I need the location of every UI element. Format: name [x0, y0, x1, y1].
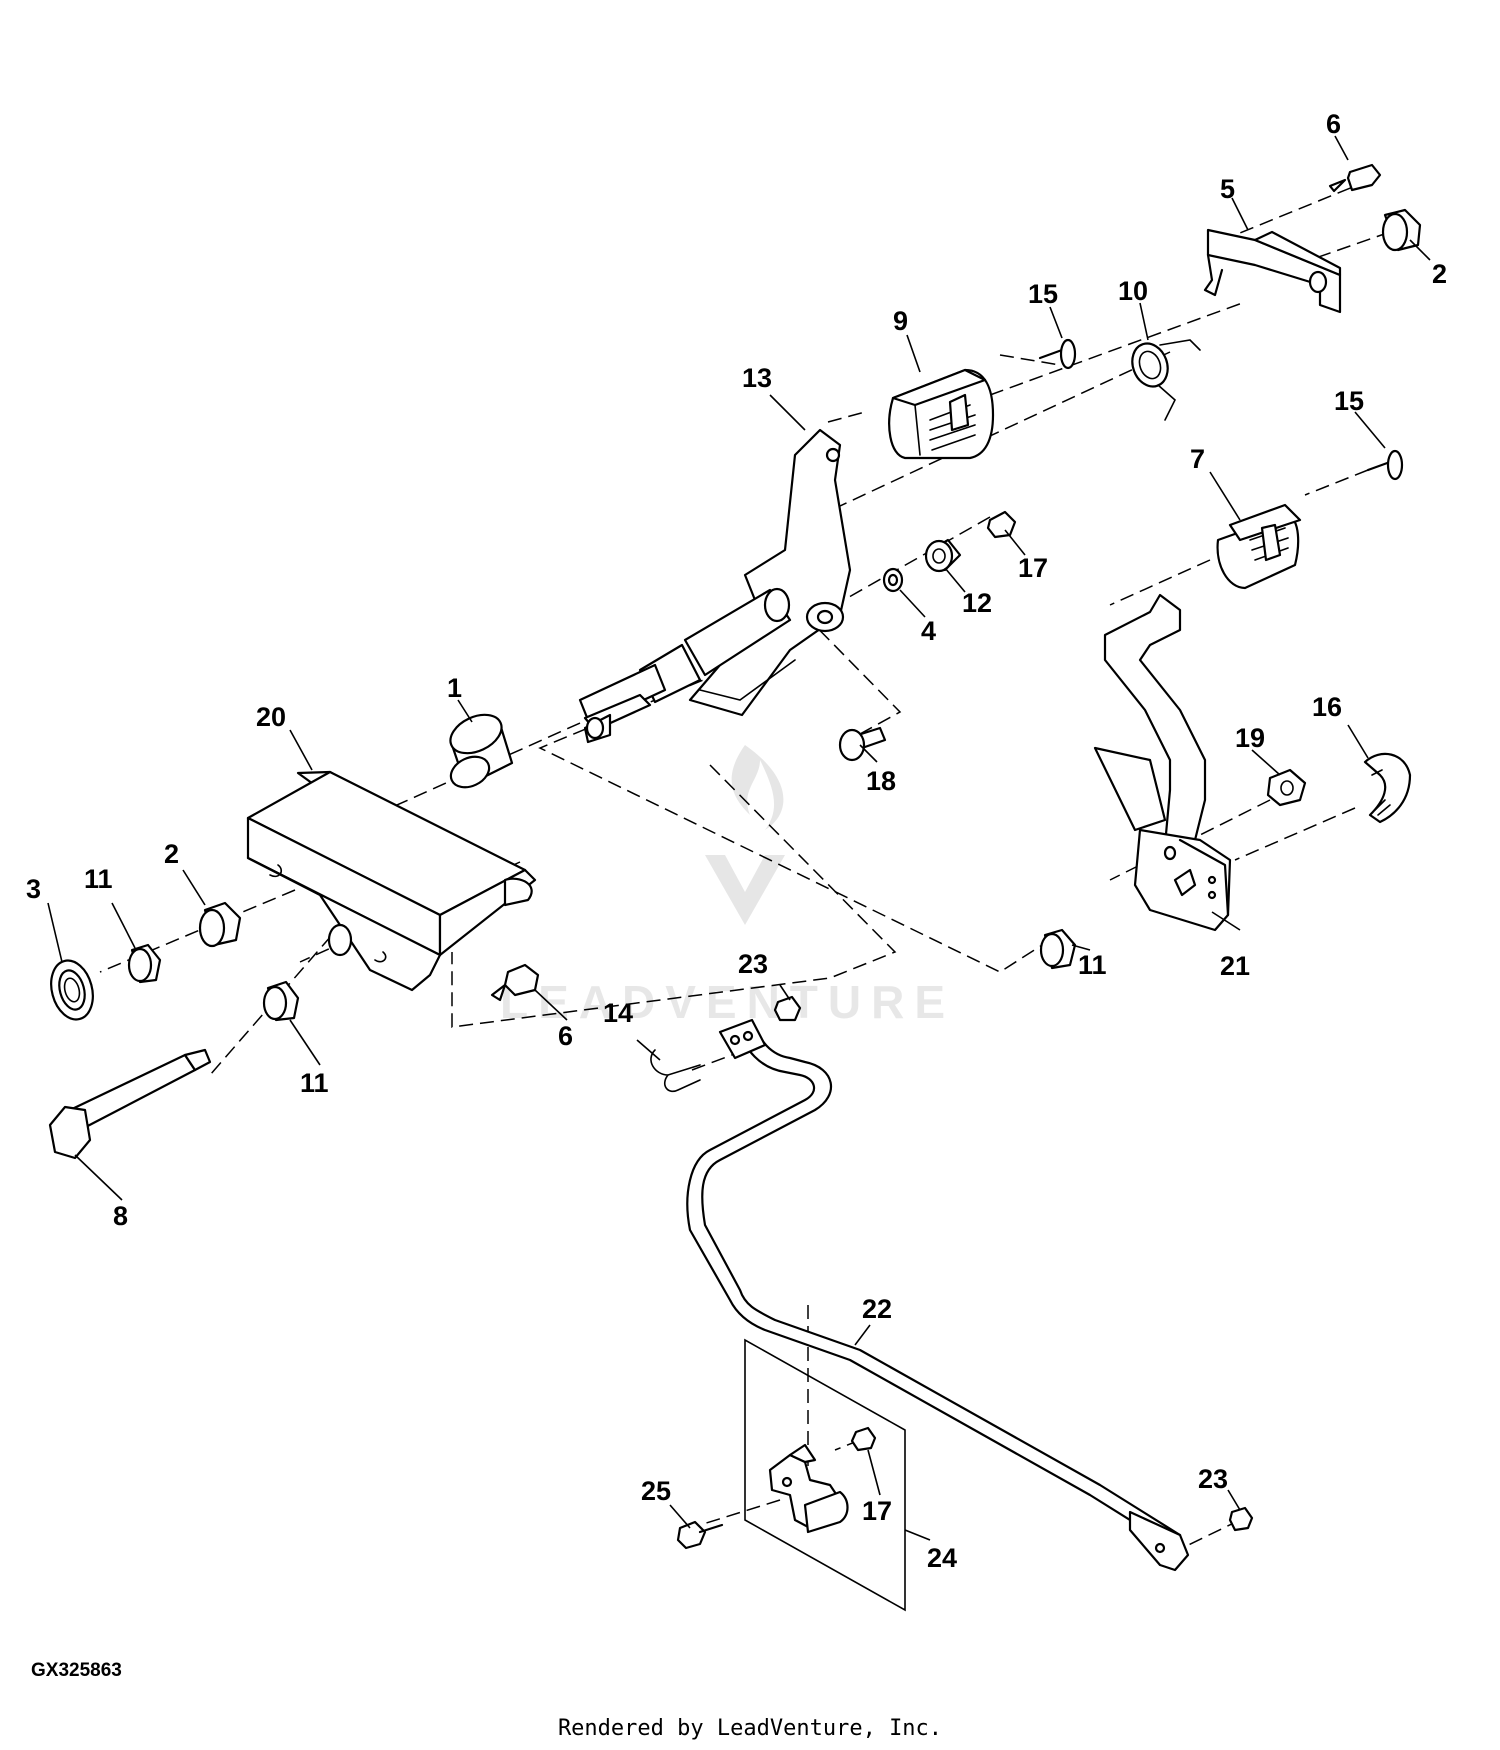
callout-17-upper: 17: [1018, 553, 1048, 583]
callout-11-right: 11: [1078, 950, 1107, 980]
callout-17-lower: 17: [862, 1496, 892, 1526]
part-25-bolt: [676, 1520, 724, 1550]
part-11-bushing-right: [1039, 928, 1077, 970]
part-7-pedal-pad: [1216, 503, 1302, 590]
part-17-nut-lower: [850, 1426, 877, 1452]
part-14-hairpin: [650, 1049, 701, 1093]
inset-box-24: [744, 1338, 906, 1612]
callout-13: 13: [742, 363, 772, 393]
callout-16: 16: [1312, 692, 1342, 722]
part-2-bushing-upper: [1381, 208, 1422, 252]
diagram-id: GX325863: [31, 1660, 122, 1681]
callout-labels: 6 5 2 15 10 9 13 15 7 17 12 4 1 20 19 16…: [26, 109, 1447, 1573]
part-10-spring: [1131, 339, 1201, 421]
callout-21: 21: [1220, 951, 1250, 981]
callout-6-middle: 6: [558, 1021, 573, 1051]
callout-4: 4: [921, 616, 936, 646]
callout-2-left: 2: [164, 839, 179, 869]
part-3-seal: [50, 959, 94, 1021]
callout-5: 5: [1220, 174, 1235, 204]
callout-7: 7: [1190, 444, 1205, 474]
callout-23-upper: 23: [738, 949, 768, 979]
part-9-pedal-pad: [888, 368, 995, 460]
part-19-nut: [1266, 768, 1307, 807]
callout-25: 25: [641, 1476, 671, 1506]
footer-credit: Rendered by LeadVenture, Inc.: [557, 1716, 943, 1741]
part-15-bolt-right: [1366, 449, 1404, 481]
callout-6-upper: 6: [1326, 109, 1341, 139]
callout-9: 9: [893, 306, 908, 336]
callout-11-left: 11: [84, 864, 113, 894]
watermark: LEADVENTURE: [500, 745, 955, 1028]
callout-8: 8: [113, 1201, 128, 1231]
callout-15-right: 15: [1334, 386, 1364, 416]
callout-10: 10: [1118, 276, 1148, 306]
callout-22: 22: [862, 1294, 892, 1324]
part-12-bearing: [924, 538, 962, 573]
part-8-pin: [48, 1048, 212, 1160]
part-17-nut-upper: [986, 510, 1017, 539]
part-22-rod: [686, 1018, 1190, 1572]
callout-24: 24: [927, 1543, 957, 1573]
part-18-bolt: [838, 726, 887, 762]
callout-23-lower: 23: [1198, 1464, 1228, 1494]
callout-11-lower: 11: [300, 1068, 329, 1098]
part-11-bushing-left: [127, 943, 162, 984]
part-1-bushing: [449, 713, 514, 789]
callout-12: 12: [962, 588, 992, 618]
part-21-pedal-arm: [1093, 593, 1232, 932]
part-20-bracket: [246, 770, 537, 992]
part-16-clip: [1363, 752, 1412, 824]
callout-1: 1: [447, 673, 462, 703]
part-24-clamp: [768, 1443, 849, 1534]
callout-15-upper: 15: [1028, 279, 1058, 309]
part-23-nut-upper: [773, 995, 802, 1022]
part-23-nut-lower: [1228, 1506, 1254, 1532]
part-4-washer: [882, 567, 904, 593]
callout-14: 14: [603, 998, 633, 1028]
callout-19: 19: [1235, 723, 1265, 753]
callout-20: 20: [256, 702, 286, 732]
callout-3: 3: [26, 874, 41, 904]
part-5-bracket: [1203, 228, 1342, 314]
callout-18: 18: [866, 766, 896, 796]
part-11-bushing-lower: [262, 980, 300, 1022]
part-13-pedal-arm: [578, 428, 852, 744]
watermark-text: LEADVENTURE: [500, 976, 955, 1028]
part-15-bolt-upper: [1038, 338, 1077, 370]
part-2-bushing-left: [198, 901, 242, 948]
part-6-screw-upper: [1328, 163, 1382, 193]
callout-2-upper: 2: [1432, 259, 1447, 289]
leader-lines: [47, 135, 1431, 1541]
